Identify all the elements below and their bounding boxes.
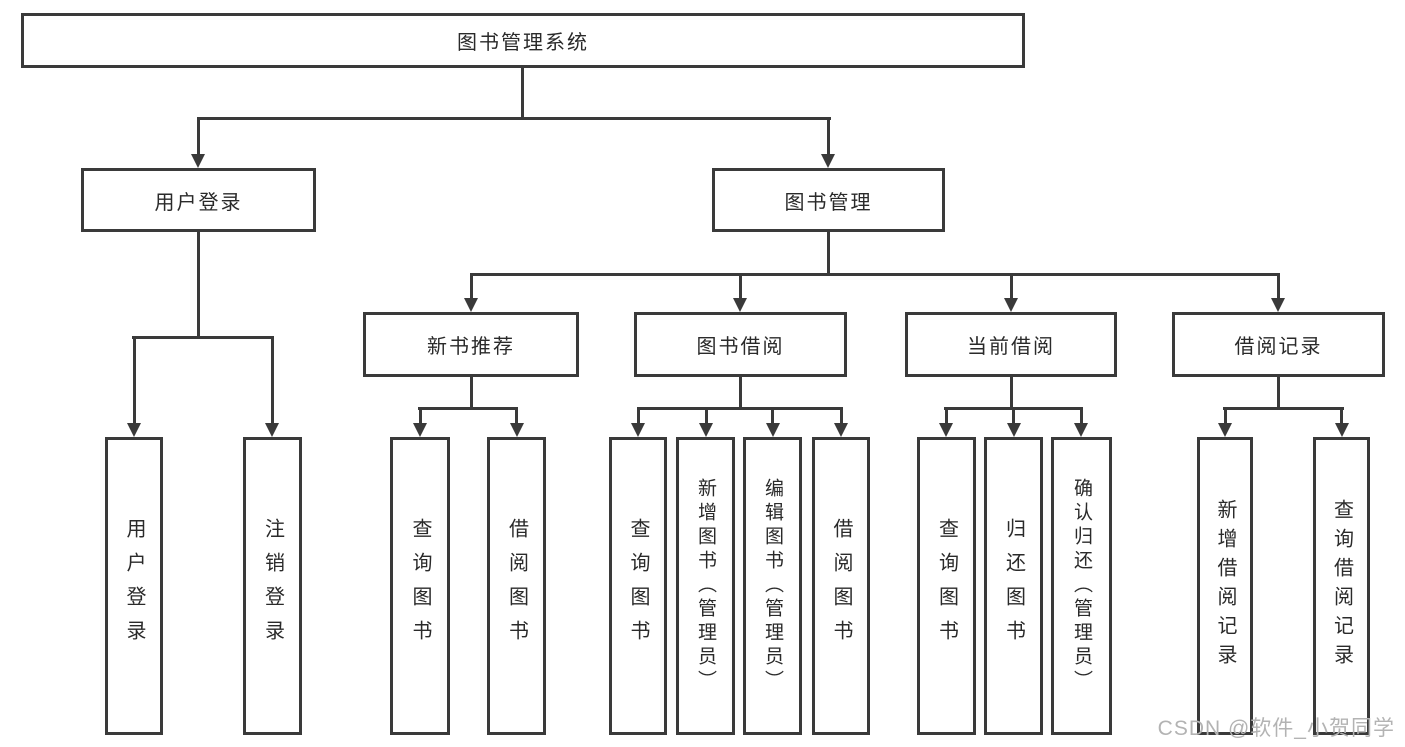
leaf-confirm-return-admin: 确认归还（管理员） bbox=[1051, 437, 1112, 735]
node-book-management: 图书管理 bbox=[712, 168, 945, 232]
leaf-edit-book-admin: 编辑图书（管理员） bbox=[743, 437, 802, 735]
arrow bbox=[1276, 276, 1280, 298]
node-label: 借阅记录 bbox=[1234, 336, 1323, 358]
leaf-add-book-admin: 新增图书（管理员） bbox=[676, 437, 735, 735]
connector-line bbox=[469, 377, 473, 410]
leaf-label: 查询借阅记录 bbox=[1330, 499, 1353, 673]
connector-line bbox=[521, 68, 524, 120]
leaf-label: 用户登录 bbox=[123, 518, 145, 654]
leaf-query-borrow-record: 查询借阅记录 bbox=[1313, 437, 1370, 735]
node-label: 用户登录 bbox=[154, 191, 243, 214]
arrow bbox=[839, 410, 843, 423]
leaf-return-books: 归还图书 bbox=[984, 437, 1043, 735]
arrow bbox=[704, 410, 708, 423]
leaf-borrow-books: 借阅图书 bbox=[812, 437, 870, 735]
node-label: 图书管理系统 bbox=[457, 32, 589, 54]
connector-line bbox=[197, 117, 831, 120]
leaf-label: 新增图书（管理员） bbox=[695, 478, 716, 694]
connector-line bbox=[637, 407, 843, 410]
node-label: 图书管理 bbox=[784, 191, 873, 214]
node-label: 新书推荐 bbox=[427, 336, 515, 358]
arrow bbox=[1223, 410, 1227, 423]
connector-line bbox=[827, 232, 830, 276]
connector-line bbox=[132, 336, 274, 339]
arrow bbox=[196, 120, 200, 154]
connector-line bbox=[197, 232, 200, 339]
leaf-label: 确认归还（管理员） bbox=[1071, 478, 1092, 694]
arrow bbox=[132, 339, 136, 423]
connector-line bbox=[1009, 377, 1013, 410]
connector-line bbox=[1223, 407, 1344, 410]
leaf-label: 查询图书 bbox=[627, 518, 649, 654]
leaf-user-login: 用户登录 bbox=[105, 437, 163, 735]
node-library-system: 图书管理系统 bbox=[21, 13, 1025, 68]
csdn-watermark: CSDN @软件_小贺同学 bbox=[1157, 717, 1395, 740]
arrow bbox=[1340, 410, 1343, 423]
leaf-borrow-books-recommend: 借阅图书 bbox=[487, 437, 546, 735]
arrow bbox=[1009, 276, 1013, 298]
leaf-query-books-recommend: 查询图书 bbox=[390, 437, 450, 735]
leaf-query-books-current: 查询图书 bbox=[917, 437, 976, 735]
arrow bbox=[636, 410, 640, 423]
node-new-book-recommend: 新书推荐 bbox=[363, 312, 579, 377]
leaf-label: 借阅图书 bbox=[505, 518, 528, 654]
connector-line bbox=[944, 407, 1083, 410]
node-current-borrow: 当前借阅 bbox=[905, 312, 1117, 377]
connector-line bbox=[470, 273, 1280, 276]
arrow bbox=[771, 410, 774, 423]
arrow bbox=[1012, 410, 1015, 423]
leaf-label: 编辑图书（管理员） bbox=[762, 478, 783, 694]
arrow bbox=[738, 276, 742, 298]
leaf-query-books-borrow: 查询图书 bbox=[609, 437, 667, 735]
node-book-borrow: 图书借阅 bbox=[634, 312, 847, 377]
leaf-label: 归还图书 bbox=[1002, 518, 1025, 654]
arrow bbox=[515, 410, 518, 423]
leaf-label: 查询图书 bbox=[409, 518, 431, 654]
leaf-label: 新增借阅记录 bbox=[1214, 499, 1236, 673]
node-label: 当前借阅 bbox=[967, 336, 1055, 358]
arrow bbox=[270, 339, 274, 423]
arrow bbox=[1079, 410, 1083, 423]
leaf-label: 注销登录 bbox=[261, 518, 284, 654]
node-borrow-records: 借阅记录 bbox=[1172, 312, 1385, 377]
leaf-label: 查询图书 bbox=[935, 518, 958, 654]
leaf-logout: 注销登录 bbox=[243, 437, 302, 735]
connector-line bbox=[418, 407, 518, 410]
node-user-login: 用户登录 bbox=[81, 168, 316, 232]
leaf-label: 借阅图书 bbox=[830, 518, 852, 654]
arrow bbox=[826, 120, 830, 154]
leaf-add-borrow-record: 新增借阅记录 bbox=[1197, 437, 1253, 735]
arrow bbox=[469, 276, 473, 298]
connector-line bbox=[1276, 377, 1280, 410]
arrow bbox=[944, 410, 948, 423]
node-label: 图书借阅 bbox=[696, 336, 785, 358]
arrow bbox=[418, 410, 422, 423]
connector-line bbox=[738, 377, 742, 410]
